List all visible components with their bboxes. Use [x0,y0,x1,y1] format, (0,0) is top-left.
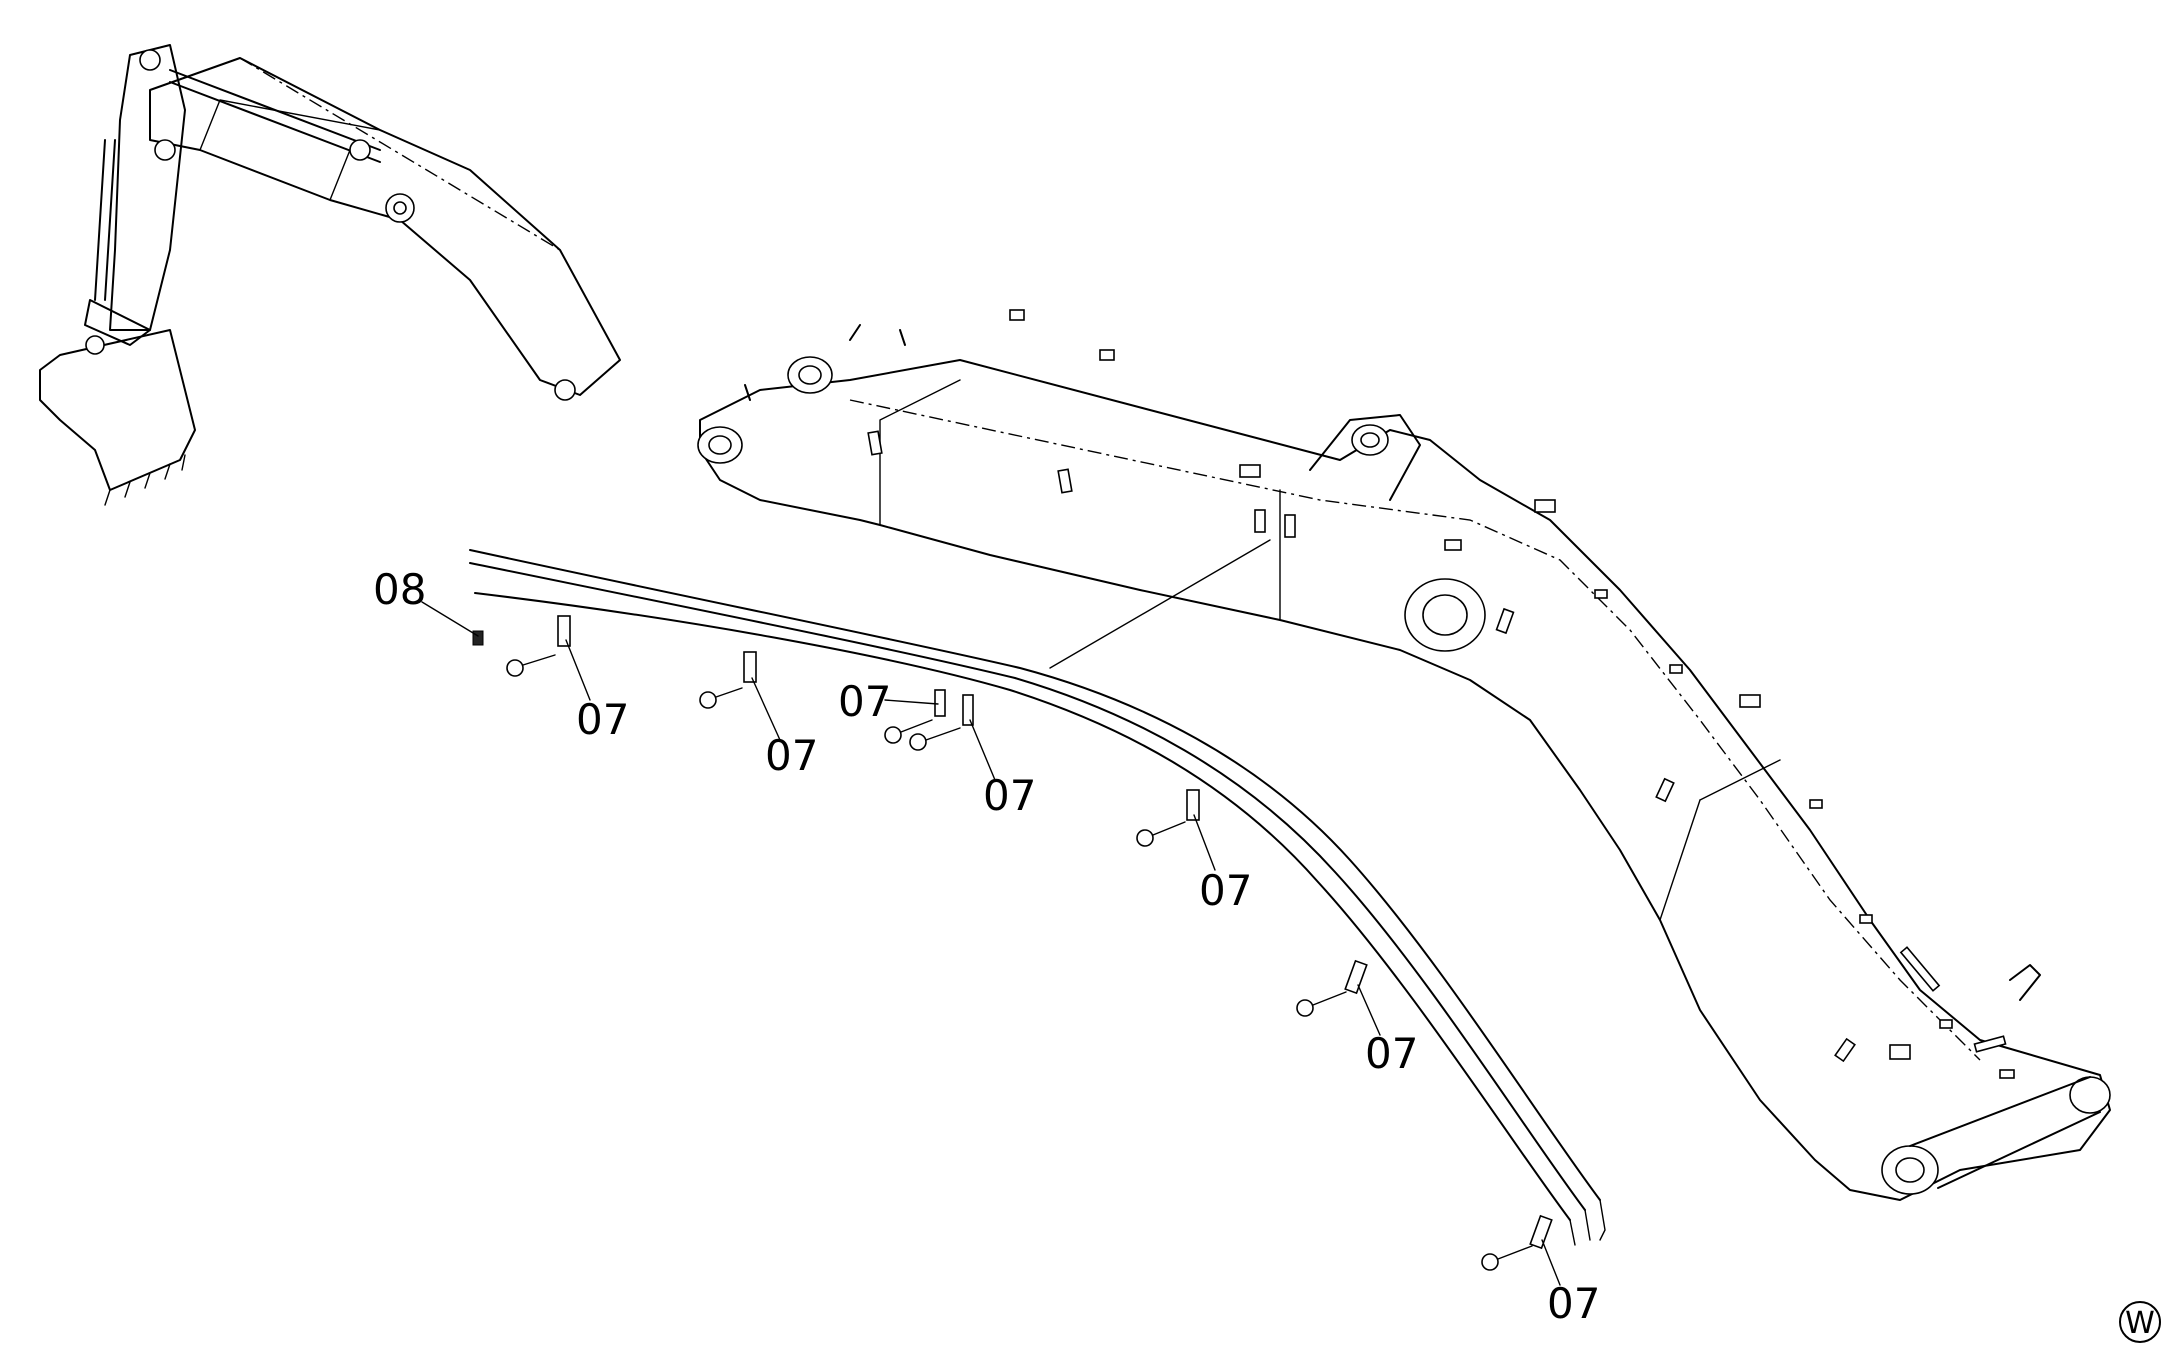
clamp-07-d [1136,789,1200,847]
corner-badge: W [2119,1301,2161,1343]
callout-07-a: 07 [576,695,629,744]
callout-07-b: 07 [765,731,818,780]
callout-07-g: 07 [1547,1279,1600,1328]
clamp-set [472,615,1553,1271]
callout-07-c: 07 [838,677,891,726]
callout-07-d: 07 [983,771,1036,820]
clamp-07-e [1296,959,1368,1017]
corner-badge-letter: W [2125,1306,2155,1341]
clamp-07-c [884,689,974,751]
clamp-07-b [699,651,757,709]
boom-assembly [697,309,2111,1201]
pipe-bundle [469,539,1606,1246]
callout-07-f: 07 [1365,1029,1418,1078]
callout-leaders [421,601,1561,1286]
excavator-overview [39,44,621,506]
callout-08: 08 [373,565,426,614]
clamp-07-a [506,615,571,677]
clamp-07-f [1481,1214,1553,1271]
callout-07-e: 07 [1199,866,1252,915]
callout-labels: 08 07 07 07 07 07 07 07 [373,565,1600,1328]
clamp-08 [472,630,484,646]
